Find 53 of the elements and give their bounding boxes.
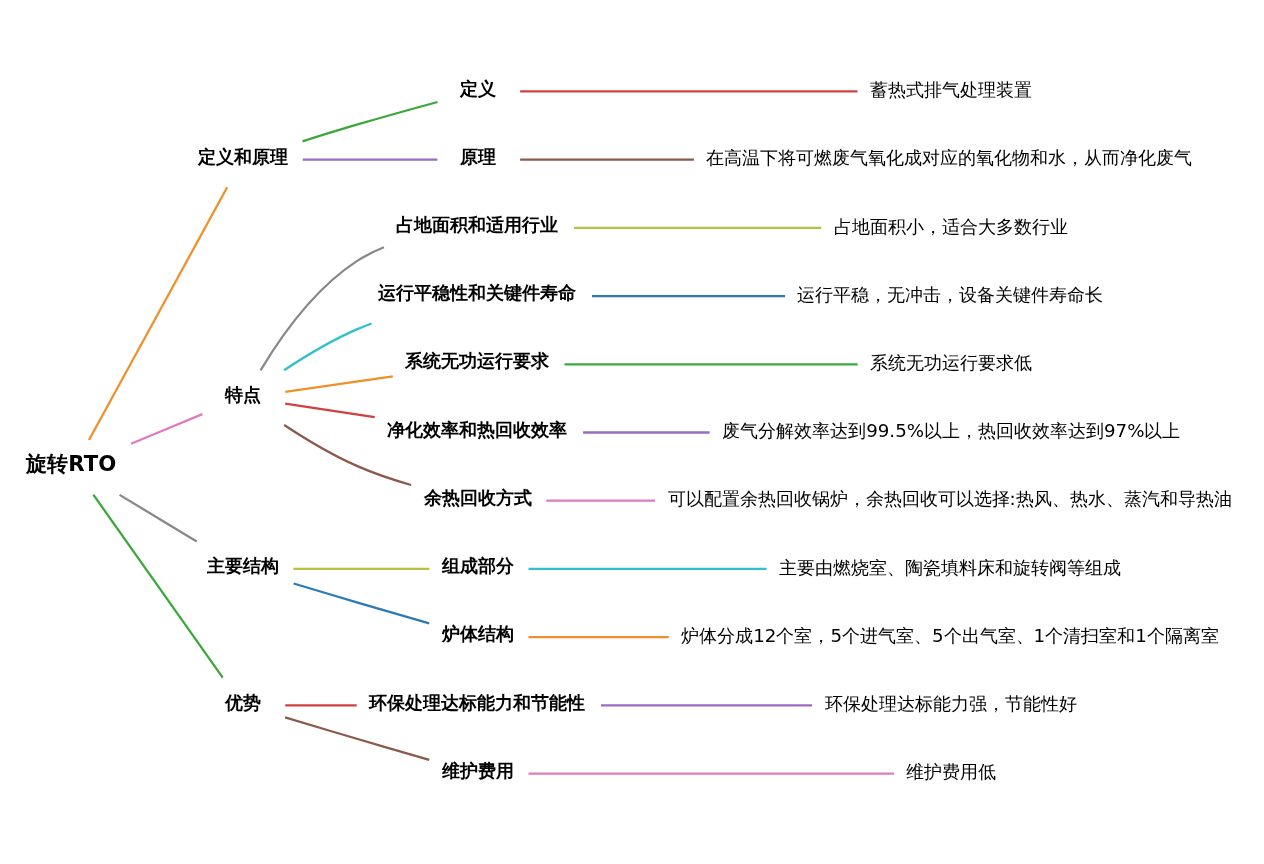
connector	[302, 100, 438, 142]
connector	[283, 423, 412, 486]
node-text: 环保处理达标能力和节能性	[368, 691, 585, 713]
connector	[88, 186, 229, 441]
node-text: 运行平稳，无冲击，设备关键件寿命长	[797, 283, 1104, 305]
node-text: 定义	[459, 77, 496, 99]
connector	[583, 430, 710, 434]
connector	[601, 703, 813, 707]
connector	[285, 703, 357, 707]
connector	[285, 374, 394, 393]
node-text: 特点	[224, 383, 261, 405]
node-text: 系统无功运行要求	[405, 349, 550, 371]
node-text: 在高温下将可燃废气氧化成对应的氧化物和水，从而净化废气	[706, 146, 1193, 168]
node-text: 炉体结构	[441, 622, 514, 644]
connector	[591, 294, 786, 297]
node-text: 主要由燃烧室、陶瓷填料床和旋转阀等组成	[779, 556, 1122, 578]
node-text: 运行平稳性和关键件寿命	[378, 281, 577, 303]
connector	[283, 321, 372, 371]
node-text: 维护费用低	[906, 760, 997, 782]
node-text: 可以配置余热回收锅炉，余热回收可以选择:热风、热水、蒸汽和导热油	[667, 487, 1232, 509]
node-text: 优势	[224, 691, 261, 713]
connector	[302, 157, 438, 161]
connector	[259, 245, 385, 371]
connector	[528, 567, 767, 570]
node-text: 占地面积和适用行业	[396, 213, 559, 235]
node-text: 环保处理达标能力强，节能性好	[824, 692, 1077, 714]
node-text: 主要结构	[206, 554, 279, 576]
connector	[564, 362, 858, 365]
connector	[293, 567, 430, 570]
node-text: 净化效率和热回收效率	[387, 418, 568, 440]
connector	[528, 772, 894, 775]
node-text: 余热回收方式	[423, 486, 532, 508]
node-text: 系统无功运行要求低	[870, 351, 1033, 373]
node-text: 炉体分成12个室，5个进气室、5个出气室、1个清扫室和1个隔离室	[681, 624, 1219, 646]
connector	[284, 715, 430, 761]
connector	[130, 412, 203, 445]
connector	[528, 635, 669, 638]
node-text: 蓄热式排气处理装置	[870, 78, 1033, 100]
connector	[119, 493, 198, 542]
node-text: 旋转RTO	[26, 450, 117, 476]
node-text: 废气分解效率达到99.5%以上，热回收效率达到97%以上	[722, 419, 1181, 441]
connector	[546, 499, 655, 502]
connector	[293, 581, 430, 624]
node-text: 占地面积小，适合大多数行业	[833, 215, 1068, 237]
node-text: 原理	[459, 145, 496, 167]
node-text: 组成部分	[441, 554, 514, 576]
connector	[285, 402, 375, 418]
connector	[520, 157, 694, 161]
connector	[92, 493, 224, 678]
connector	[520, 89, 858, 92]
connector	[573, 226, 822, 229]
node-text: 定义和原理	[197, 145, 288, 167]
node-text: 维护费用	[441, 759, 514, 781]
